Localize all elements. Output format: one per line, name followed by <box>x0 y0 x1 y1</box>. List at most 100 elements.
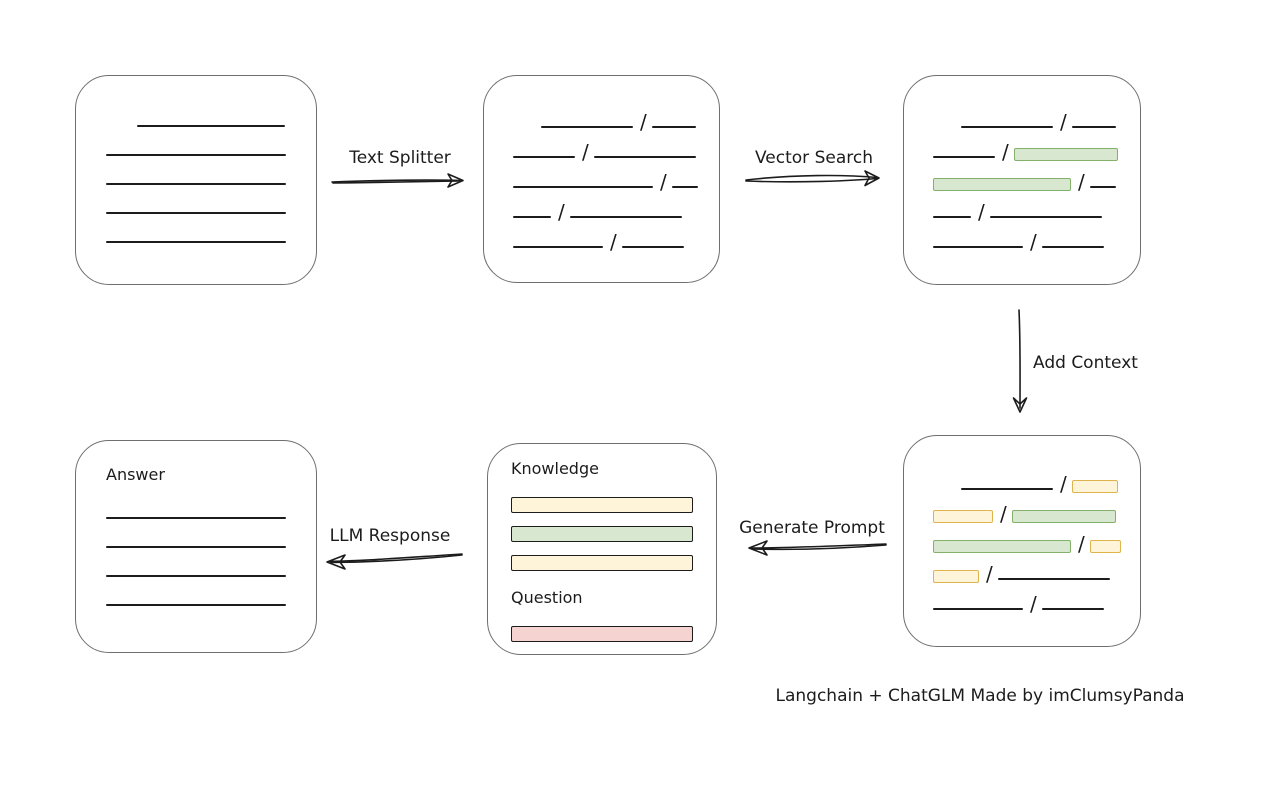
text-line <box>513 246 603 248</box>
chunk-row: / <box>484 188 719 222</box>
chunk-row <box>76 127 316 156</box>
chunk-row <box>106 490 316 519</box>
chunk-row: / <box>904 490 1140 524</box>
slash-separator: / <box>1030 230 1037 254</box>
text-line <box>1041 246 1104 248</box>
knowledge-label: Knowledge <box>511 459 599 478</box>
slash-separator: / <box>1060 472 1067 496</box>
green-chunk-bar <box>933 540 1071 553</box>
text-line <box>933 246 1023 248</box>
knowledge-bars <box>511 497 716 571</box>
text-line <box>106 546 286 548</box>
chunk-lines: / / / / / <box>484 98 719 252</box>
text-line <box>106 154 286 156</box>
slash-separator: / <box>640 110 647 134</box>
chunk-row <box>76 156 316 185</box>
slash-separator: / <box>582 140 589 164</box>
text-line <box>961 126 1053 128</box>
slash-separator: / <box>1002 140 1009 164</box>
text-line <box>569 216 682 218</box>
yellow-prompt-bar <box>511 555 693 571</box>
slash-separator: / <box>660 170 667 194</box>
green-chunk-bar <box>933 178 1071 191</box>
chunk-row: / <box>904 580 1140 614</box>
chunk-row <box>106 548 316 577</box>
text-line <box>933 608 1023 610</box>
text-line <box>513 186 653 188</box>
text-line <box>933 216 971 218</box>
credit-caption: Langchain + ChatGLM Made by imClumsyPand… <box>775 686 1185 706</box>
text-line <box>137 125 285 127</box>
answer-label: Answer <box>106 465 165 484</box>
red-prompt-bar <box>511 626 693 642</box>
generate-prompt-label: Generate Prompt <box>739 518 885 538</box>
text-line <box>997 578 1110 580</box>
yellow-chunk-bar <box>933 570 979 583</box>
text-line <box>513 156 575 158</box>
slash-separator: / <box>978 200 985 224</box>
chunk-row <box>76 185 316 214</box>
context-chunks-box: / / / / / <box>903 435 1141 647</box>
context-chunk-lines: / / / / / <box>904 460 1140 614</box>
chunk-row: / <box>904 550 1140 584</box>
chunk-row: / <box>904 188 1140 222</box>
text-line <box>961 488 1053 490</box>
source-document-box <box>75 75 317 285</box>
chunk-row: / <box>932 98 1140 132</box>
slash-separator: / <box>610 230 617 254</box>
text-line <box>651 126 696 128</box>
answer-lines <box>106 490 316 606</box>
add-context-arrow <box>1012 309 1028 413</box>
text-line <box>671 186 698 188</box>
text-splitter-arrow <box>331 173 464 188</box>
llm-response-label: LLM Response <box>329 526 451 546</box>
slash-separator: / <box>1000 502 1007 526</box>
text-splitter-label: Text Splitter <box>349 148 451 168</box>
split-chunks-box: / / / / / <box>483 75 720 283</box>
yellow-chunk-bar <box>1071 480 1118 493</box>
document-lines <box>76 98 316 243</box>
add-context-label: Add Context <box>1033 353 1138 373</box>
vector-search-label: Vector Search <box>755 148 873 168</box>
chunk-row: / <box>484 218 719 252</box>
chunk-row <box>107 98 316 127</box>
chunk-row: / <box>904 158 1140 192</box>
green-prompt-bar <box>511 526 693 542</box>
llm-response-arrow <box>326 553 463 570</box>
yellow-chunk-bar <box>933 510 993 523</box>
slash-separator: / <box>1078 170 1085 194</box>
text-line <box>513 216 551 218</box>
matched-chunks-box: / / / / / <box>903 75 1141 285</box>
matched-chunk-lines: / / / / / <box>904 98 1140 252</box>
slash-separator: / <box>1030 592 1037 616</box>
chunk-row <box>106 519 316 548</box>
slash-separator: / <box>558 200 565 224</box>
yellow-chunk-bar <box>1089 540 1121 553</box>
chunk-row <box>106 577 316 606</box>
slash-separator: / <box>986 562 993 586</box>
text-line <box>1089 186 1116 188</box>
text-line <box>933 156 995 158</box>
text-line <box>621 246 684 248</box>
chunk-row: / <box>904 218 1140 252</box>
text-line <box>541 126 633 128</box>
chunk-row: / <box>484 128 719 162</box>
answer-box: Answer <box>75 440 317 653</box>
chunk-row: / <box>932 460 1140 494</box>
text-line <box>106 604 286 606</box>
text-line <box>106 575 286 577</box>
chunk-row: / <box>904 128 1140 162</box>
question-label: Question <box>511 588 583 607</box>
text-line <box>106 183 286 185</box>
slash-separator: / <box>1060 110 1067 134</box>
chunk-row: / <box>904 520 1140 554</box>
question-bars <box>511 626 716 642</box>
text-line <box>106 212 286 214</box>
vector-search-arrow <box>745 170 880 187</box>
slash-separator: / <box>1078 532 1085 556</box>
chunk-row: / <box>484 158 719 192</box>
chunk-row <box>76 214 316 243</box>
text-line <box>989 216 1102 218</box>
green-chunk-bar <box>1011 510 1116 523</box>
